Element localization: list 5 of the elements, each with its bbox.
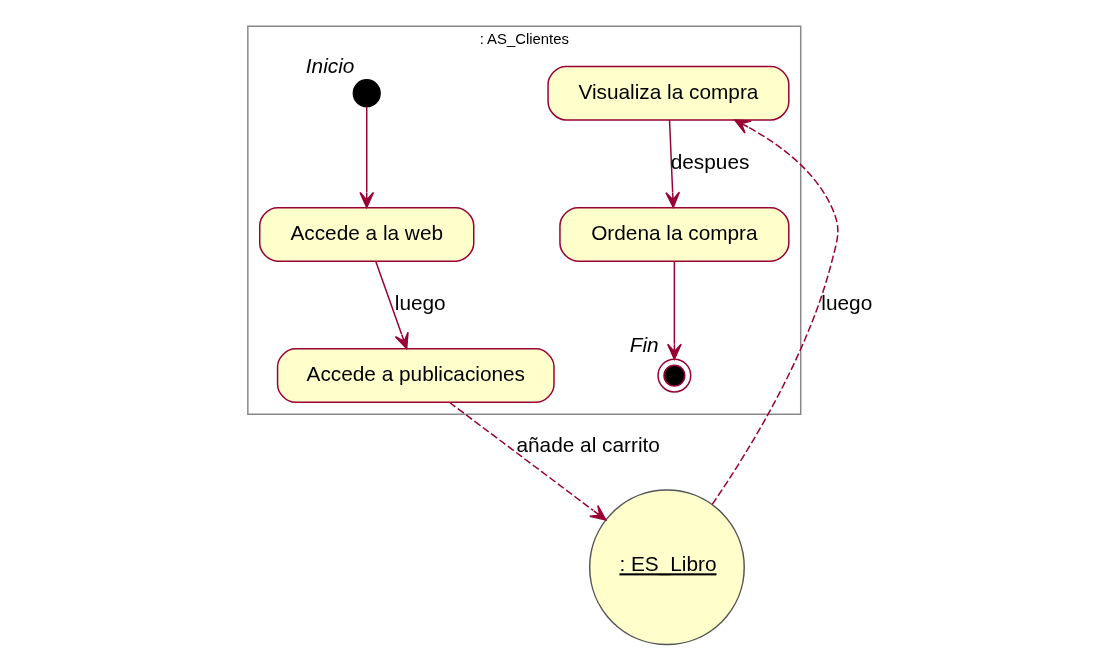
- node-label: Inicio: [305, 53, 355, 77]
- node-label: Fin: [629, 333, 659, 357]
- edge-label: luego: [394, 291, 446, 315]
- edge-label: luego: [821, 291, 873, 315]
- edge-label: añade al carrito: [516, 432, 660, 456]
